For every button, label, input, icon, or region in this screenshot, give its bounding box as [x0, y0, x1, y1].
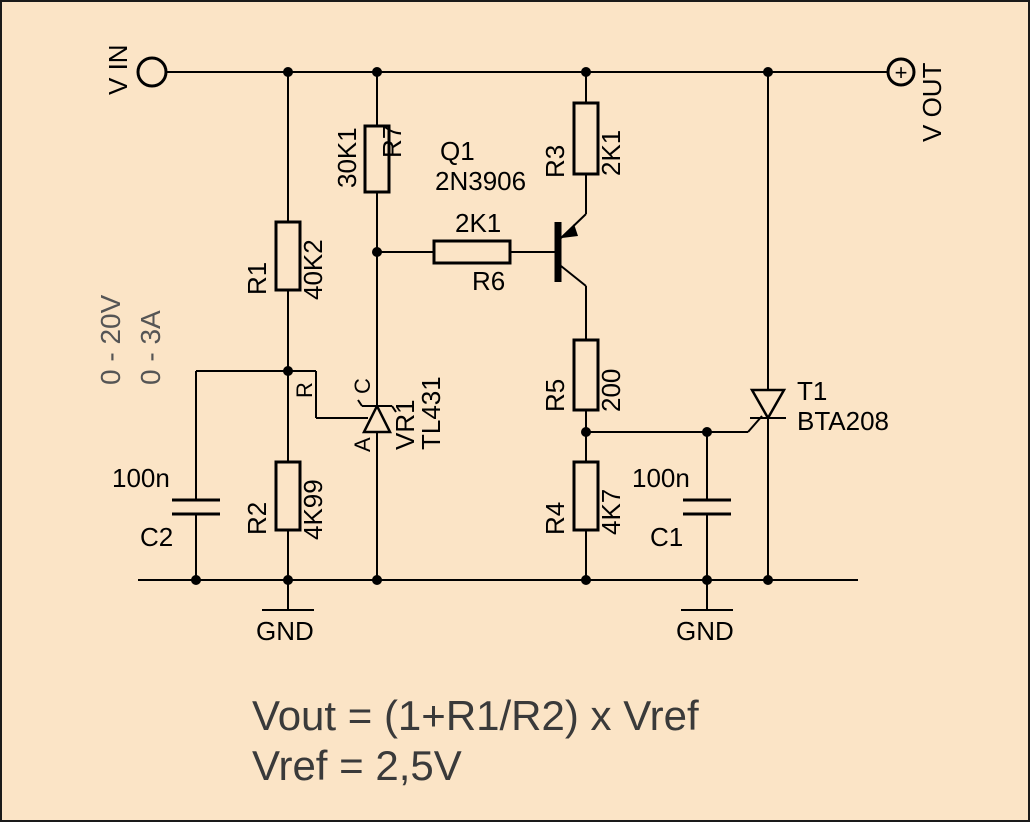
r7-resistor — [363, 124, 391, 194]
r6-resistor — [432, 239, 512, 265]
r3-ref: R3 — [540, 145, 570, 178]
current-rating: 0 - 3A — [135, 310, 166, 385]
ground-left: GND — [256, 609, 314, 646]
vout-label: V OUT — [917, 62, 947, 142]
tl431-pin-c: C — [350, 378, 375, 394]
c2-branch — [172, 370, 288, 580]
r3-resistor — [572, 101, 600, 176]
c1-branch — [683, 432, 731, 610]
r7-ref: R7 — [377, 125, 407, 158]
divider-branch — [274, 72, 302, 610]
t1-ref: T1 — [797, 376, 827, 406]
formula-vout: Vout = (1+R1/R2) x Vref — [252, 692, 699, 739]
r6-value: 2K1 — [455, 208, 501, 238]
r5-ref: R5 — [540, 379, 570, 412]
r3-value: 2K1 — [596, 130, 626, 176]
c2-value: 100n — [112, 463, 170, 493]
q1-ref: Q1 — [440, 136, 475, 166]
c1-ref: C1 — [650, 522, 683, 552]
t1-value: BTA208 — [797, 406, 889, 436]
r6-branch — [377, 239, 556, 265]
tl431-pin-r: R — [292, 382, 317, 398]
ground-right-label: GND — [676, 616, 734, 646]
q1-transistor — [554, 174, 587, 340]
r7-value: 30K1 — [332, 127, 362, 188]
r2-value: 4K99 — [298, 479, 328, 540]
r4-resistor — [572, 460, 600, 532]
tl431-symbol — [357, 399, 397, 434]
c1-value: 100n — [632, 463, 690, 493]
r4-value: 4K7 — [596, 489, 626, 535]
junction-dots — [191, 67, 773, 585]
voltage-rating: 0 - 20V — [95, 294, 126, 385]
vr1-ref: VR1 — [390, 399, 420, 450]
ground-right: GND — [676, 609, 734, 646]
r5-resistor — [572, 338, 600, 412]
c2-ref: C2 — [140, 522, 173, 552]
vout-terminal: + V OUT — [886, 57, 947, 142]
r1-resistor — [274, 220, 302, 292]
r5-r4-branch — [572, 338, 763, 580]
r1-ref: R1 — [242, 262, 272, 295]
vout-plus-symbol: + — [895, 60, 908, 85]
r5-value: 200 — [596, 369, 626, 412]
formula-vref: Vref = 2,5V — [252, 742, 462, 789]
t1-thyristor — [749, 72, 787, 580]
vr1-value: TL431 — [416, 376, 446, 450]
r2-resistor — [274, 460, 302, 532]
vin-label: V IN — [103, 44, 133, 95]
r3-branch — [572, 72, 600, 176]
r1-value: 40K2 — [298, 239, 328, 300]
q1-value: 2N3906 — [435, 166, 526, 196]
r2-ref: R2 — [242, 502, 272, 535]
tl431-pin-a: A — [350, 437, 375, 452]
vin-terminal: V IN — [103, 44, 168, 95]
r6-ref: R6 — [472, 266, 505, 296]
ground-left-label: GND — [256, 616, 314, 646]
r4-ref: R4 — [540, 502, 570, 535]
